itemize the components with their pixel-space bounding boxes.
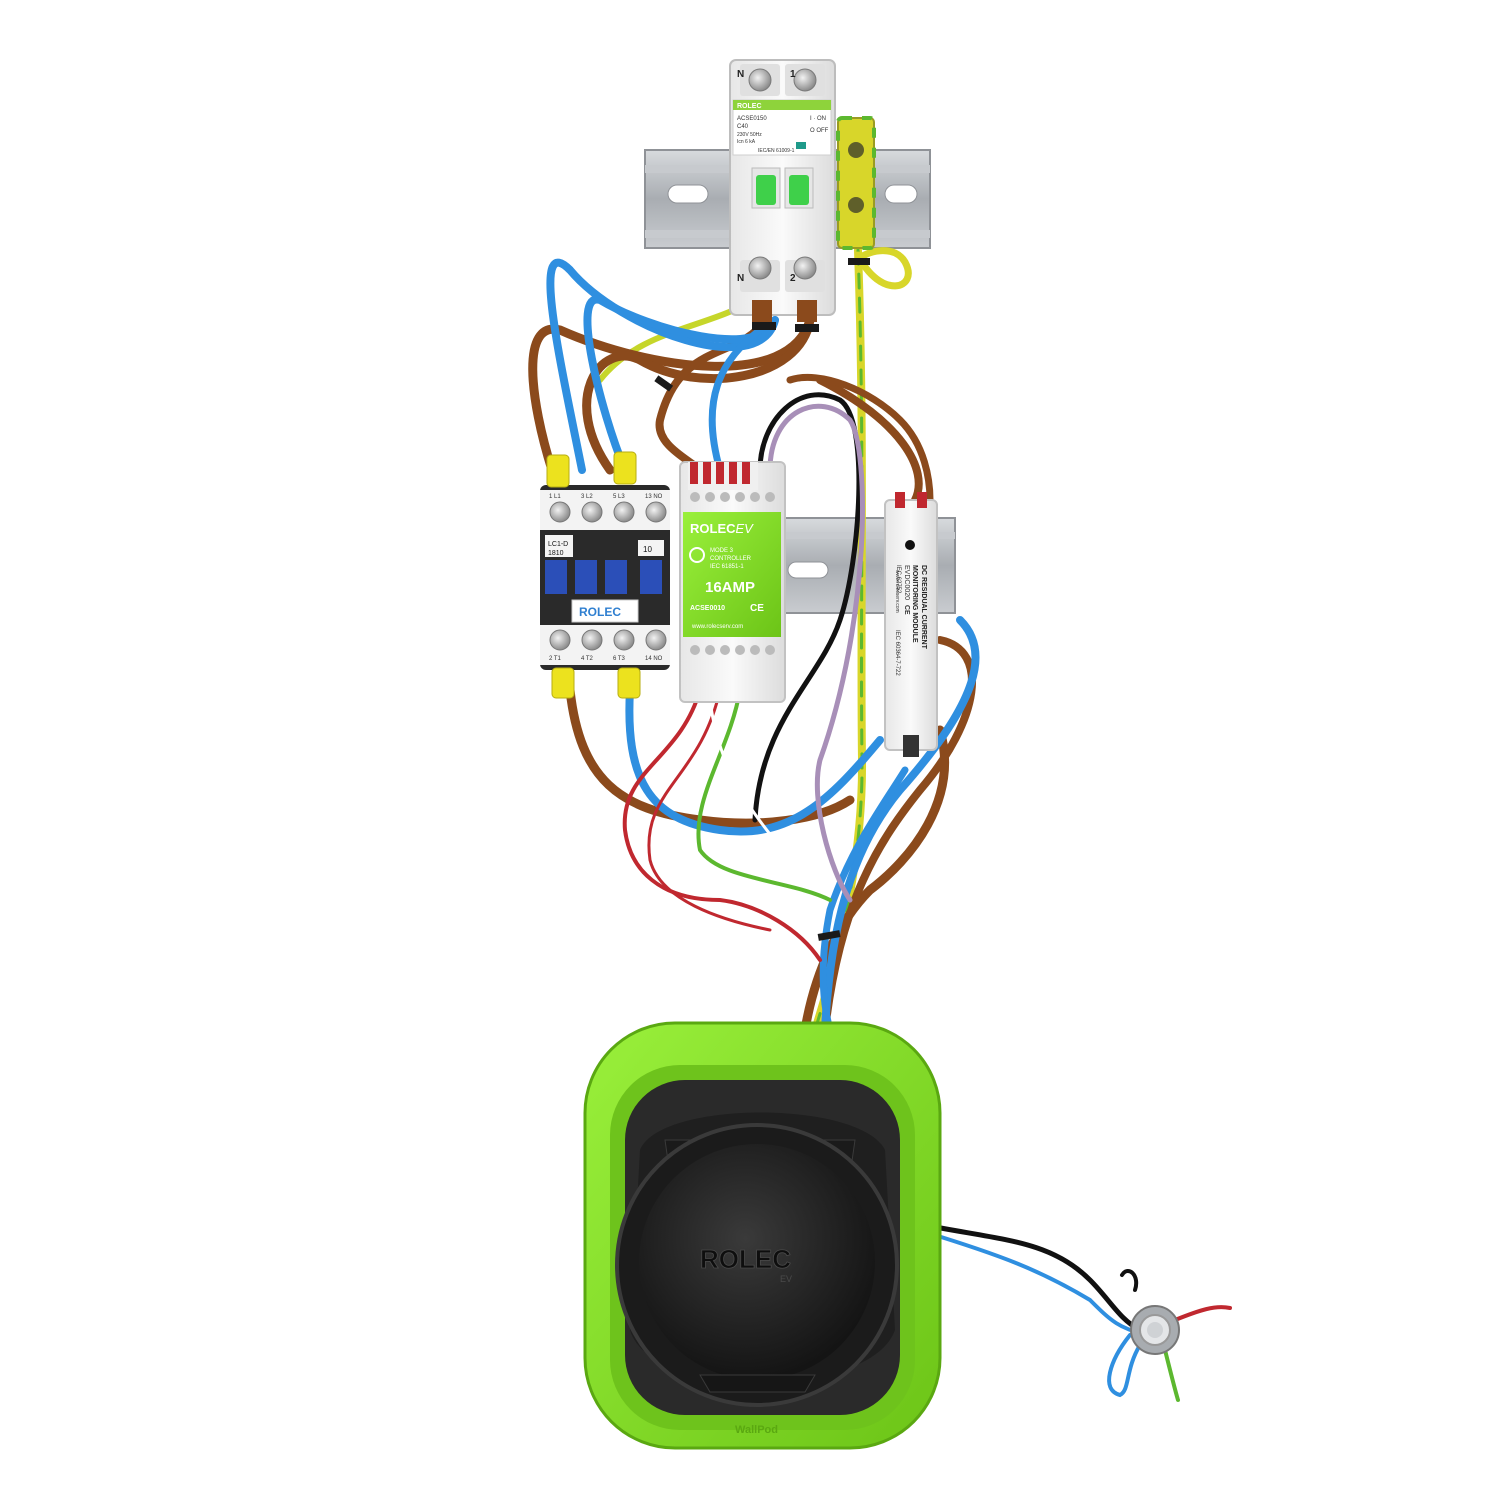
terminal-screw: [581, 629, 603, 651]
contactor-terminal-bottom: 14 NO: [645, 656, 663, 662]
contactor-terminal-top: 3 L2: [581, 494, 593, 500]
contactor: 1 L1 3 L2 5 L3 13 NO LC1-D 1810 10 ROLEC…: [540, 451, 670, 699]
rcm-line2: MONITORING MODULE: [911, 565, 918, 643]
rcbo-terminal-n-bottom: N: [737, 273, 744, 284]
socket-brand: ROLEC: [700, 1244, 791, 1274]
terminal-screw: [549, 501, 571, 523]
rcbo-brand: ROLEC: [737, 103, 762, 110]
controller-website: www.rolecserv.com: [691, 624, 743, 630]
controller-brand: ROLECEV: [690, 521, 754, 536]
rcm-standard2: IEC 60364-7-722: [894, 630, 900, 676]
contactor-terminal-top: 5 L3: [613, 494, 625, 500]
rcbo-terminal-1: 1: [790, 69, 796, 80]
rcbo-toggle-l: [789, 175, 809, 205]
terminal-screw: [793, 68, 817, 92]
rcbo-spec: Icn 6 kA: [737, 139, 756, 145]
rcbo-standard: IEC/EN 61009-1: [758, 148, 795, 154]
controller-part-number: ACSE0010: [690, 605, 725, 612]
rcm-standard1: IEC 62752: [895, 565, 901, 594]
controller-logo-icon: [689, 547, 705, 563]
rcm-line1: DC RESIDUAL CURRENT: [920, 565, 927, 650]
contactor-terminal-bottom: 2 T1: [549, 656, 562, 662]
rcm-ce-mark: CE: [903, 605, 910, 615]
rcbo-part-number: ACSE0150: [737, 116, 767, 122]
wiring-harness: [528, 246, 1232, 1402]
contactor-terminal-top: 1 L1: [549, 494, 561, 500]
rcm-part-number: EVDC0020: [903, 565, 910, 600]
terminal-screw: [581, 501, 603, 523]
terminal-screw: [549, 629, 571, 651]
rcbo-terminal-n-top: N: [737, 69, 744, 80]
terminal-screw: [613, 501, 635, 523]
rcbo-on-label: I · ON: [810, 116, 826, 122]
rcbo-toggle-n: [756, 175, 776, 205]
controller-line1: MODE 3: [710, 548, 734, 554]
controller-line3: IEC 61851-1: [710, 564, 744, 570]
terminal-screw: [793, 256, 817, 280]
controller-line2: CONTROLLER: [710, 556, 752, 562]
controller-ce-mark: CE: [750, 603, 764, 614]
contactor-model: LC1-D: [548, 541, 568, 548]
status-led: [905, 540, 915, 550]
terminal-screw: [748, 256, 772, 280]
rcbo-terminal-2: 2: [790, 273, 796, 284]
terminal-screw: [748, 68, 772, 92]
controller-rating: 16AMP: [705, 579, 755, 596]
socket-brand-suffix: EV: [780, 1274, 792, 1284]
rcbo-breaker: N 1 ROLEC ACSE0150 C40 230V 50Hz Icn 6 k…: [729, 59, 836, 322]
terminal-screw: [645, 501, 667, 523]
dc-rcm-module: DC RESIDUAL CURRENT MONITORING MODULE EV…: [884, 492, 938, 757]
contactor-aux: 10: [643, 545, 652, 554]
rcbo-rating: C40: [737, 124, 749, 130]
contactor-model-rating: 1810: [548, 550, 564, 557]
rcbo-off-label: O OFF: [810, 128, 829, 134]
wallpod-socket: ROLEC EV WallPod: [583, 1021, 942, 1450]
wallpod-label: WallPod: [735, 1424, 778, 1436]
contactor-terminal-bottom: 4 T2: [581, 656, 594, 662]
contactor-terminal-top: 13 NO: [645, 494, 663, 500]
contactor-terminal-bottom: 6 T3: [613, 656, 626, 662]
terminal-screw: [613, 629, 635, 651]
rcbo-voltage: 230V 50Hz: [737, 132, 762, 138]
terminal-screw: [645, 629, 667, 651]
contactor-brand: ROLEC: [579, 605, 621, 619]
push-button-switch: [1130, 1305, 1180, 1355]
mode3-controller: ROLECEV MODE 3 CONTROLLER IEC 61851-1 16…: [679, 461, 786, 703]
earth-terminal-block: [836, 116, 876, 250]
rcm-website: www.rolecserv.com: [894, 570, 900, 613]
